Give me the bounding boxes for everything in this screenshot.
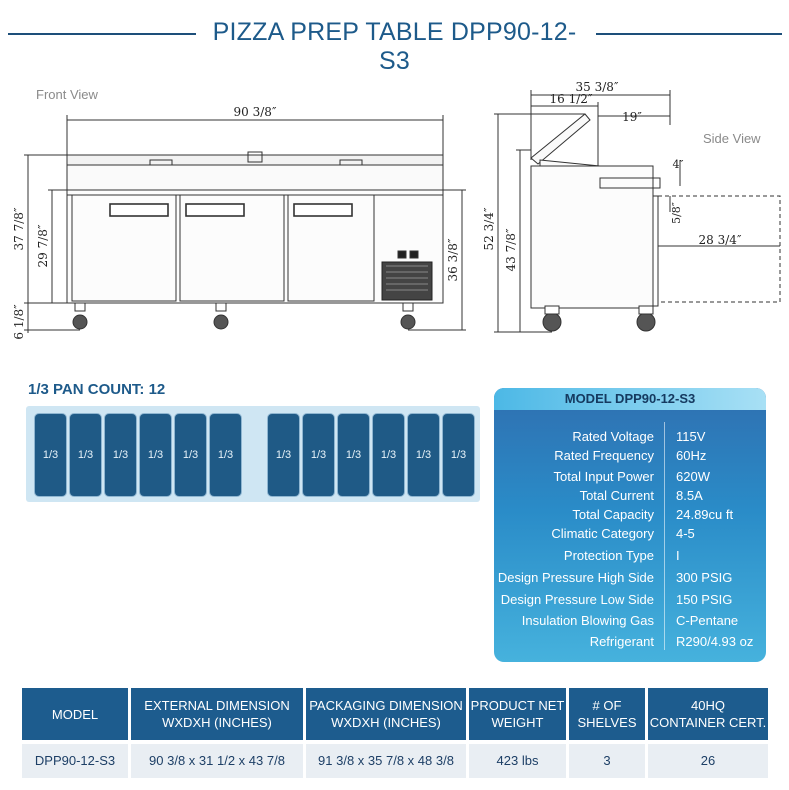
spec-value: C-Pentane [676, 613, 739, 628]
page-title: PIZZA PREP TABLE DPP90-12-S3 [212, 18, 577, 75]
spec-panel: MODEL DPP90-12-S3 Rated Voltage 115V Rat… [494, 388, 766, 662]
spec-value: 4-5 [676, 526, 695, 541]
spec-value: 620W [676, 469, 710, 484]
table-cell-shelves: 3 [569, 744, 645, 778]
pan-slot: 1/3 [442, 413, 475, 497]
side-dim-board-thickness: 5/8″ [670, 202, 683, 224]
pan-slot: 1/3 [174, 413, 207, 497]
spec-label: Total Current [579, 488, 654, 503]
spec-label: Refrigerant [589, 634, 654, 649]
side-dim-open-height: 52 3/4″ [482, 207, 496, 250]
spec-label: Design Pressure Low Side [500, 592, 654, 607]
front-view-label: Front View [36, 87, 98, 102]
pan-slot: 1/3 [267, 413, 300, 497]
spec-model-heading: MODEL DPP90-12-S3 [494, 388, 766, 410]
table-header-container: 40HQ CONTAINER CERT. [648, 688, 768, 740]
front-dim-caster: 6 1/8″ [12, 304, 26, 340]
side-dim-closed-height: 43 7/8″ [504, 228, 518, 271]
spec-label: Protection Type [563, 548, 654, 563]
spec-label: Total Input Power [553, 469, 654, 484]
table-cell-model: DPP90-12-S3 [22, 744, 128, 778]
spec-value: 150 PSIG [676, 592, 733, 607]
table-header-model: MODEL [22, 688, 128, 740]
side-dim-board: 19″ [622, 110, 642, 124]
front-dim-door-height: 29 7/8″ [36, 224, 50, 267]
table-header-net-weight: PRODUCT NET WEIGHT [469, 688, 566, 740]
table-cell-external-dimension: 90 3/8 x 31 1/2 x 43 7/8 [131, 744, 303, 778]
front-dim-width: 90 3/8″ [234, 105, 277, 119]
pan-slot: 1/3 [337, 413, 370, 497]
spec-label: Insulation Blowing Gas [521, 613, 654, 628]
side-view-drawing: 35 3/8″ 16 1/2″ 19″ 4″ 5/8″ 28 3/4″ 52 3… [482, 80, 781, 333]
spec-value: R290/4.93 oz [676, 634, 754, 649]
pan-slot: 1/3 [34, 413, 67, 497]
spec-value: 8.5A [676, 488, 703, 503]
table-header-external-dimension: EXTERNAL DIMENSION WXDXH (INCHES) [131, 688, 303, 740]
front-dim-total-height: 37 7/8″ [12, 207, 26, 250]
spec-label: Rated Voltage [572, 429, 654, 444]
spec-label: Climatic Category [551, 526, 654, 541]
pan-slot: 1/3 [209, 413, 242, 497]
spec-value: 24.89cu ft [676, 507, 734, 522]
table-header-packaging-dimension: PACKAGING DIMENSION WXDXH (INCHES) [306, 688, 466, 740]
pan-count-heading: 1/3 PAN COUNT: 12 [28, 381, 166, 398]
side-dim-door-open: 28 3/4″ [699, 233, 742, 247]
spec-value: 115V [676, 429, 706, 444]
pan-slot: 1/3 [139, 413, 172, 497]
spec-label: Total Capacity [572, 507, 654, 522]
table-cell-container: 26 [648, 744, 768, 778]
spec-value: 300 PSIG [676, 570, 733, 585]
side-dim-depth: 35 3/8″ [576, 80, 619, 94]
spec-value: 60Hz [676, 448, 707, 463]
pan-slot: 1/3 [407, 413, 440, 497]
table-cell-net-weight: 423 lbs [469, 744, 566, 778]
spec-label: Design Pressure High Side [497, 570, 654, 585]
title-rule-left [8, 33, 196, 35]
pan-slot: 1/3 [69, 413, 102, 497]
table-header-shelves: # OF SHELVES [569, 688, 645, 740]
pan-slot: 1/3 [104, 413, 137, 497]
spec-label: Rated Frequency [554, 448, 654, 463]
side-dim-board-height: 4″ [672, 158, 683, 171]
front-dim-body-height: 36 3/8″ [446, 238, 460, 281]
spec-divider [664, 422, 665, 650]
table-cell-packaging-dimension: 91 3/8 x 35 7/8 x 48 3/8 [306, 744, 466, 778]
spec-value: I [676, 548, 680, 563]
front-view-drawing: 90 3/8″ 37 7/8″ 29 7/8″ 36 3/8″ 6 1/8″ [12, 105, 466, 340]
pan-slot: 1/3 [372, 413, 405, 497]
side-view-label: Side View [703, 131, 761, 146]
title-rule-right [596, 33, 782, 35]
pan-slot: 1/3 [302, 413, 335, 497]
side-dim-lid: 16 1/2″ [550, 92, 593, 106]
